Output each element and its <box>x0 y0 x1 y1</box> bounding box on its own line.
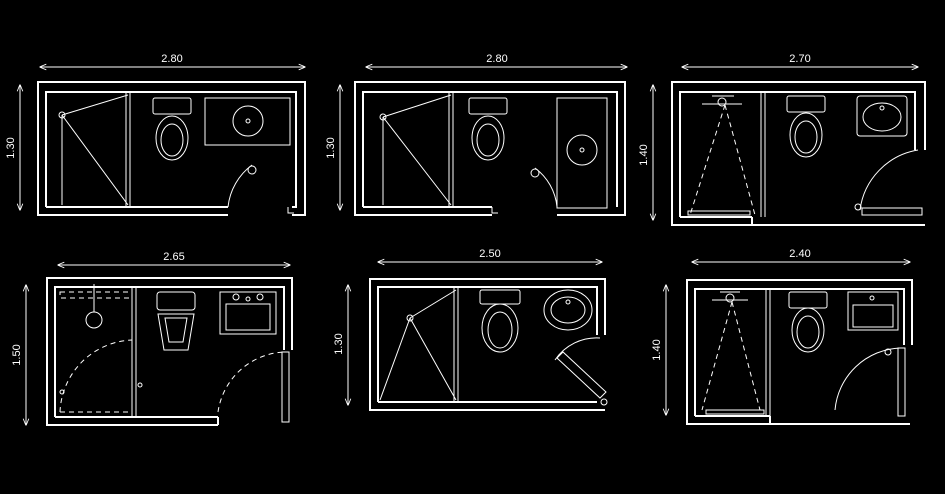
plan-5-depth-label: 1.30 <box>333 333 345 354</box>
plan-5-door-leaf <box>556 351 607 399</box>
plan-4-sink-icon <box>219 291 277 335</box>
plan-6-toilet-icon <box>788 291 828 353</box>
plan-4-door-swing <box>217 351 285 413</box>
plan-6-door-leaf <box>897 347 906 417</box>
plan-4: 2.65 1.50 <box>11 251 293 426</box>
shower-head-icon <box>717 97 727 107</box>
plan-1-width-dimension: 2.80 <box>40 53 305 67</box>
plan-5-shower <box>379 287 459 402</box>
door-knob-icon <box>600 398 608 406</box>
plan-4-door-leaf <box>281 351 290 423</box>
plan-3-walls <box>671 81 926 226</box>
plan-5-sink-icon <box>543 289 593 331</box>
plan-3-depth-dimension: 1.40 <box>638 85 653 220</box>
plan-1-toilet-icon <box>152 97 192 161</box>
plan-6-depth-dimension: 1.40 <box>651 285 666 415</box>
plan-6-width-label: 2.40 <box>789 248 810 260</box>
door-knob-icon <box>854 203 862 211</box>
plan-2-shower <box>379 92 454 207</box>
plan-5-width-dimension: 2.50 <box>378 248 602 262</box>
plan-3-shower <box>687 92 766 217</box>
plan-4-depth-dimension: 1.50 <box>11 285 26 425</box>
shower-head-icon <box>725 293 735 303</box>
plan-2-door-swing <box>534 167 558 208</box>
plan-2-toilet-icon <box>468 97 508 161</box>
plan-3-width-dimension: 2.70 <box>682 53 918 67</box>
shower-drain-icon <box>58 111 66 119</box>
plan-5: 2.50 1.30 <box>333 248 608 411</box>
shower-valve-icon <box>59 389 65 395</box>
plan-1-shower <box>58 92 131 207</box>
plan-3-depth-label: 1.40 <box>638 144 650 165</box>
plan-6-door-swing <box>834 347 901 411</box>
plan-2-sink-icon <box>556 97 608 209</box>
plan-6-shower <box>701 289 771 416</box>
plan-2: 2.80 1.30 <box>325 53 627 216</box>
door-knob-icon <box>530 168 540 178</box>
plan-1-sink-icon <box>204 97 291 146</box>
plan-3: 2.70 1.40 <box>638 53 926 226</box>
plan-4-walls <box>46 277 293 426</box>
plan-3-door-swing <box>859 149 919 211</box>
plan-2-width-dimension: 2.80 <box>366 53 627 67</box>
plan-2-depth-dimension: 1.30 <box>325 85 340 210</box>
plan-3-door-leaf <box>861 207 923 216</box>
shower-drain-icon <box>406 314 414 322</box>
plan-2-walls <box>354 81 626 216</box>
door-knob-icon <box>247 165 257 175</box>
plan-4-width-label: 2.65 <box>163 251 184 263</box>
plan-3-sink-icon <box>856 95 908 137</box>
shower-drain-icon <box>379 113 387 121</box>
plan-4-depth-label: 1.50 <box>11 344 23 365</box>
plan-5-width-label: 2.50 <box>479 248 500 260</box>
plan-3-toilet-icon <box>786 95 826 158</box>
plan-4-toilet-icon <box>156 291 196 351</box>
plan-5-depth-dimension: 1.30 <box>333 285 348 405</box>
plan-4-shower <box>59 284 143 417</box>
plan-4-width-dimension: 2.65 <box>58 251 290 265</box>
plan-6-width-dimension: 2.40 <box>692 248 910 262</box>
plan-6-walls <box>686 279 913 425</box>
plan-5-toilet-icon <box>479 289 521 353</box>
plan-6: 2.40 1.40 <box>651 248 913 425</box>
plan-6-depth-label: 1.40 <box>651 339 663 360</box>
plan-1: 2.80 1.30 <box>5 53 306 216</box>
plan-1-depth-label: 1.30 <box>5 137 17 158</box>
plan-6-sink-icon <box>847 291 899 331</box>
plan-2-depth-label: 1.30 <box>325 137 337 158</box>
plan-1-depth-dimension: 1.30 <box>5 85 20 210</box>
plan-1-width-label: 2.80 <box>161 53 182 65</box>
plan-3-width-label: 2.70 <box>789 53 810 65</box>
plan-1-walls <box>37 81 306 216</box>
plan-2-width-label: 2.80 <box>486 53 507 65</box>
door-knob-icon <box>884 348 892 356</box>
shower-head-icon <box>85 311 103 329</box>
plan-5-door-swing <box>554 337 601 361</box>
plan-5-walls <box>369 278 606 411</box>
